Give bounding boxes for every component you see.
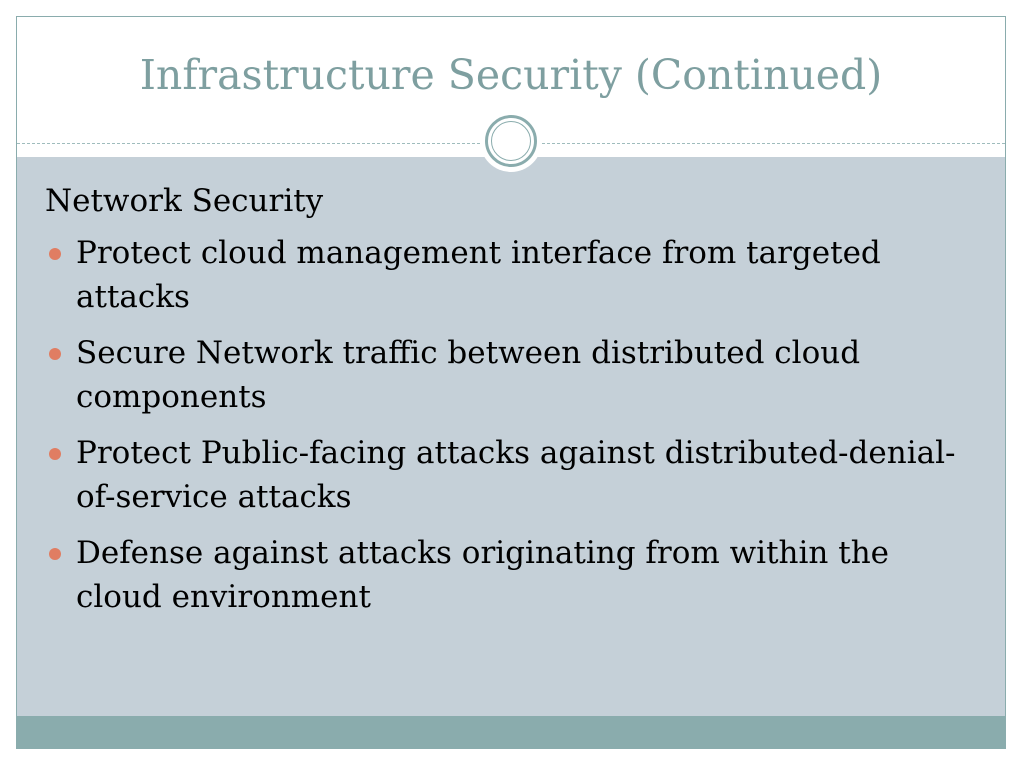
circle-bullet-icon [49, 348, 61, 360]
bottom-bar [17, 716, 1005, 748]
circle-bullet-icon [49, 548, 61, 560]
bullet-text: Defense against attacks originating from… [76, 535, 890, 615]
slide-body: Network Security Protect cloud managemen… [45, 179, 975, 631]
slide-frame: Infrastructure Security (Continued) Netw… [16, 16, 1006, 749]
bullet-item: Secure Network traffic between distribut… [45, 331, 975, 419]
bullet-list: Protect cloud management interface from … [45, 231, 975, 619]
bullet-item: Protect cloud management interface from … [45, 231, 975, 319]
circle-bullet-icon [49, 248, 61, 260]
circle-bullet-icon [49, 448, 61, 460]
bullet-item: Defense against attacks originating from… [45, 531, 975, 619]
slide-title: Infrastructure Security (Continued) [139, 51, 883, 99]
content-area [17, 157, 1005, 716]
bullet-text: Protect cloud management interface from … [76, 235, 881, 315]
bullet-text: Protect Public-facing attacks against di… [76, 435, 956, 515]
ornament-inner-ring [491, 121, 531, 161]
bullet-item: Protect Public-facing attacks against di… [45, 431, 975, 519]
bullet-text: Secure Network traffic between distribut… [76, 335, 861, 415]
section-subheading: Network Security [45, 183, 324, 219]
